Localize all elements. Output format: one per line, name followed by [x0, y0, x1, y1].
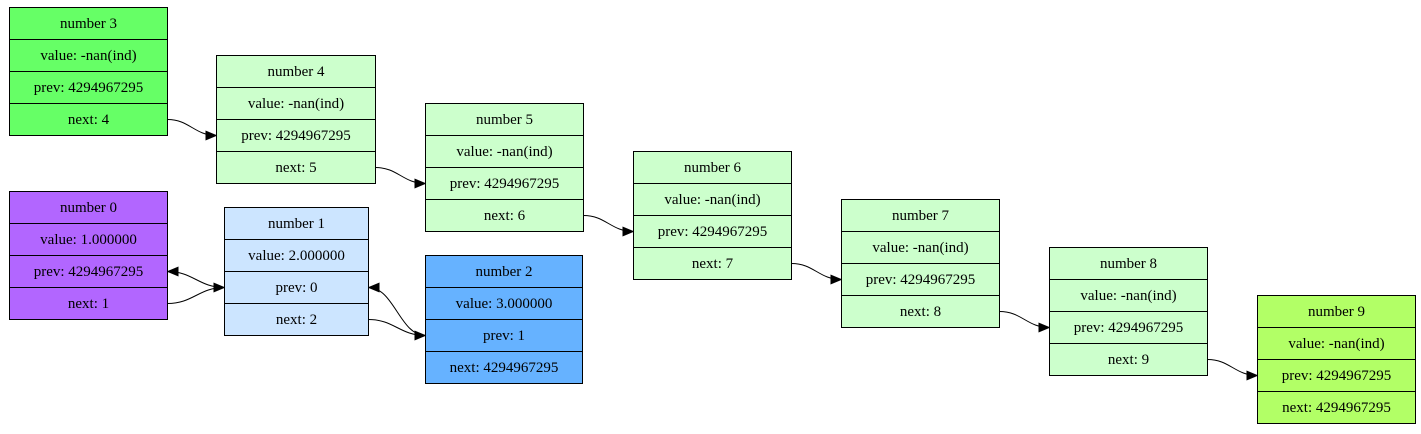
- node-title: number 3: [60, 16, 117, 32]
- node-prev: prev: 4294967295: [450, 176, 560, 192]
- list-node-n1: number 1 value: 2.000000 prev: 0 next: 2: [224, 207, 369, 336]
- node-prev: prev: 4294967295: [34, 80, 144, 96]
- node-title: number 2: [475, 264, 532, 280]
- node-prev: prev: 1: [483, 328, 525, 344]
- node-next: next: 4294967295: [1282, 400, 1391, 416]
- list-node-n8: number 8 value: -nan(ind) prev: 4294967295…: [1049, 247, 1208, 376]
- list-node-n7: number 7 value: -nan(ind) prev: 4294967295…: [841, 199, 1000, 328]
- node-value: value: -nan(ind): [1288, 336, 1384, 352]
- node-value: value: 3.000000: [456, 296, 553, 312]
- edge-next-n5-to-n6: [583, 215, 635, 237]
- list-node-n3: number 3 value: -nan(ind) prev: 4294967295…: [9, 7, 168, 136]
- node-value: value: -nan(ind): [456, 144, 552, 160]
- edge-next-n0-to-n1: [167, 282, 226, 304]
- node-next: next: 7: [692, 256, 734, 272]
- edge-next-n1-to-n2: [368, 319, 427, 341]
- node-prev: prev: 0: [275, 280, 317, 296]
- list-node-n6: number 6 value: -nan(ind) prev: 4294967295…: [633, 151, 792, 280]
- node-prev: prev: 4294967295: [1282, 368, 1392, 384]
- node-title: number 5: [476, 112, 533, 128]
- node-value: value: 1.000000: [40, 232, 137, 248]
- node-next: next: 4294967295: [450, 360, 559, 376]
- node-value: value: -nan(ind): [872, 240, 968, 256]
- node-next: next: 5: [275, 160, 316, 176]
- node-title: number 6: [684, 160, 742, 176]
- node-value: value: -nan(ind): [1080, 288, 1176, 304]
- edge-prev-n1-to-n0: [166, 266, 225, 288]
- list-node-n2: number 2 value: 3.000000 prev: 1 next: 4294…: [425, 255, 583, 384]
- edge-next-n7-to-n8: [999, 311, 1051, 333]
- edge-next-n8-to-n9: [1207, 359, 1259, 381]
- edge-next-n3-to-n4: [167, 119, 218, 141]
- list-node-n0: number 0 value: 1.000000 prev: 4294967295 n…: [9, 191, 168, 320]
- node-title: number 4: [267, 64, 325, 80]
- list-node-n4: number 4 value: -nan(ind) prev: 4294967295…: [216, 55, 376, 184]
- node-next: next: 8: [900, 304, 941, 320]
- node-prev: prev: 4294967295: [241, 128, 351, 144]
- edge-next-n6-to-n7: [791, 263, 843, 285]
- node-prev: prev: 4294967295: [866, 272, 976, 288]
- edges-layer: [166, 119, 1259, 381]
- node-next: next: 6: [484, 208, 526, 224]
- node-value: value: 2.000000: [248, 248, 345, 264]
- node-title: number 0: [60, 200, 117, 216]
- list-node-n5: number 5 value: -nan(ind) prev: 4294967295…: [425, 103, 584, 232]
- node-prev: prev: 4294967295: [1074, 320, 1184, 336]
- node-title: number 1: [268, 216, 325, 232]
- node-title: number 7: [892, 208, 950, 224]
- node-value: value: -nan(ind): [40, 48, 136, 64]
- node-next: next: 1: [68, 296, 109, 312]
- node-prev: prev: 4294967295: [34, 264, 144, 280]
- node-prev: prev: 4294967295: [658, 224, 768, 240]
- node-value: value: -nan(ind): [248, 96, 344, 112]
- node-next: next: 9: [1108, 352, 1149, 368]
- list-node-n9: number 9 value: -nan(ind) prev: 4294967295…: [1257, 295, 1416, 424]
- node-value: value: -nan(ind): [664, 192, 760, 208]
- node-title: number 9: [1308, 304, 1365, 320]
- node-next: next: 2: [276, 312, 317, 328]
- node-title: number 8: [1100, 256, 1157, 272]
- node-next: next: 4: [68, 112, 110, 128]
- edge-next-n4-to-n5: [375, 167, 427, 189]
- edge-prev-n2-to-n1: [367, 282, 426, 336]
